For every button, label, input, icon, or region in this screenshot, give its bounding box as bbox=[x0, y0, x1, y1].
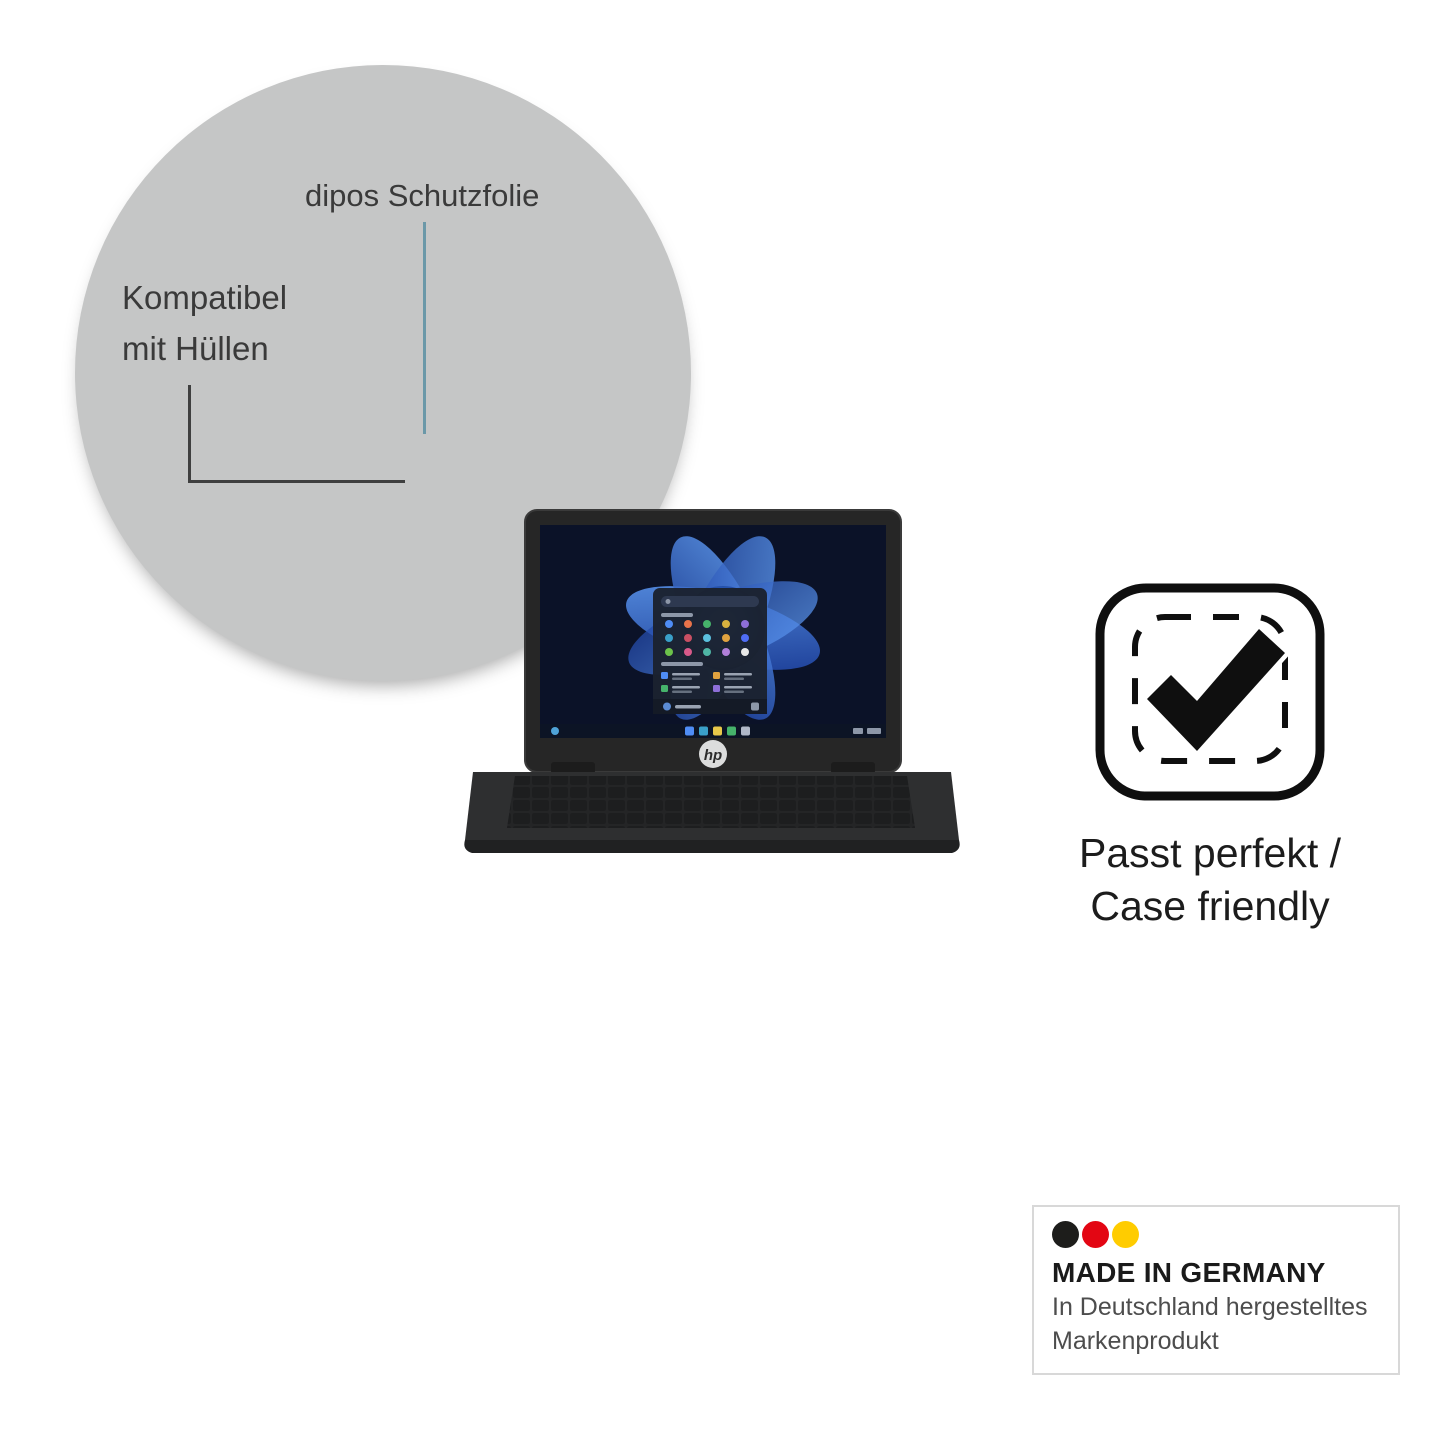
fit-badge: Passt perfekt / Case friendly bbox=[1020, 583, 1400, 934]
german-flag-dots-icon bbox=[1052, 1221, 1380, 1248]
windows-taskbar bbox=[540, 724, 886, 738]
made-in-germany-line2: Markenprodukt bbox=[1052, 1327, 1219, 1355]
laptop-illustration: hp bbox=[464, 509, 960, 853]
laptop-hinge-right bbox=[831, 762, 875, 774]
windows-start-menu bbox=[653, 588, 767, 714]
laptop-image: hp bbox=[455, 500, 965, 860]
laptop-hinge-left bbox=[551, 762, 595, 774]
fit-caption: Passt perfekt / Case friendly bbox=[1020, 827, 1400, 934]
flag-dot-black bbox=[1052, 1221, 1079, 1248]
svg-text:hp: hp bbox=[704, 747, 722, 764]
laptop-keyboard bbox=[464, 772, 960, 853]
fit-caption-line2: Case friendly bbox=[1090, 883, 1330, 930]
callout-label: Kompatibel mit Hüllen bbox=[122, 272, 287, 374]
callout-label-line1: Kompatibel bbox=[122, 279, 288, 316]
callout-vertical-line bbox=[423, 222, 426, 434]
fit-caption-line1: Passt perfekt / bbox=[1078, 830, 1342, 876]
checkmark-frame-icon bbox=[1095, 583, 1325, 801]
callout-label-line2: mit Hüllen bbox=[122, 330, 269, 368]
laptop-wallpaper bbox=[540, 525, 886, 738]
hp-logo: hp bbox=[699, 740, 727, 768]
callout-circle: dipos Schutzfolie Kompatibel mit Hüllen bbox=[75, 65, 691, 681]
made-in-germany-line1: In Deutschland hergestelltes bbox=[1052, 1293, 1368, 1321]
made-in-germany-badge: MADE IN GERMANY In Deutschland hergestel… bbox=[1032, 1205, 1400, 1375]
callout-bracket-line bbox=[188, 385, 405, 483]
flag-dot-yellow bbox=[1112, 1221, 1139, 1248]
made-in-germany-title: MADE IN GERMANY bbox=[1052, 1257, 1326, 1288]
flag-dot-red bbox=[1082, 1221, 1109, 1248]
callout-title: dipos Schutzfolie bbox=[305, 178, 540, 213]
